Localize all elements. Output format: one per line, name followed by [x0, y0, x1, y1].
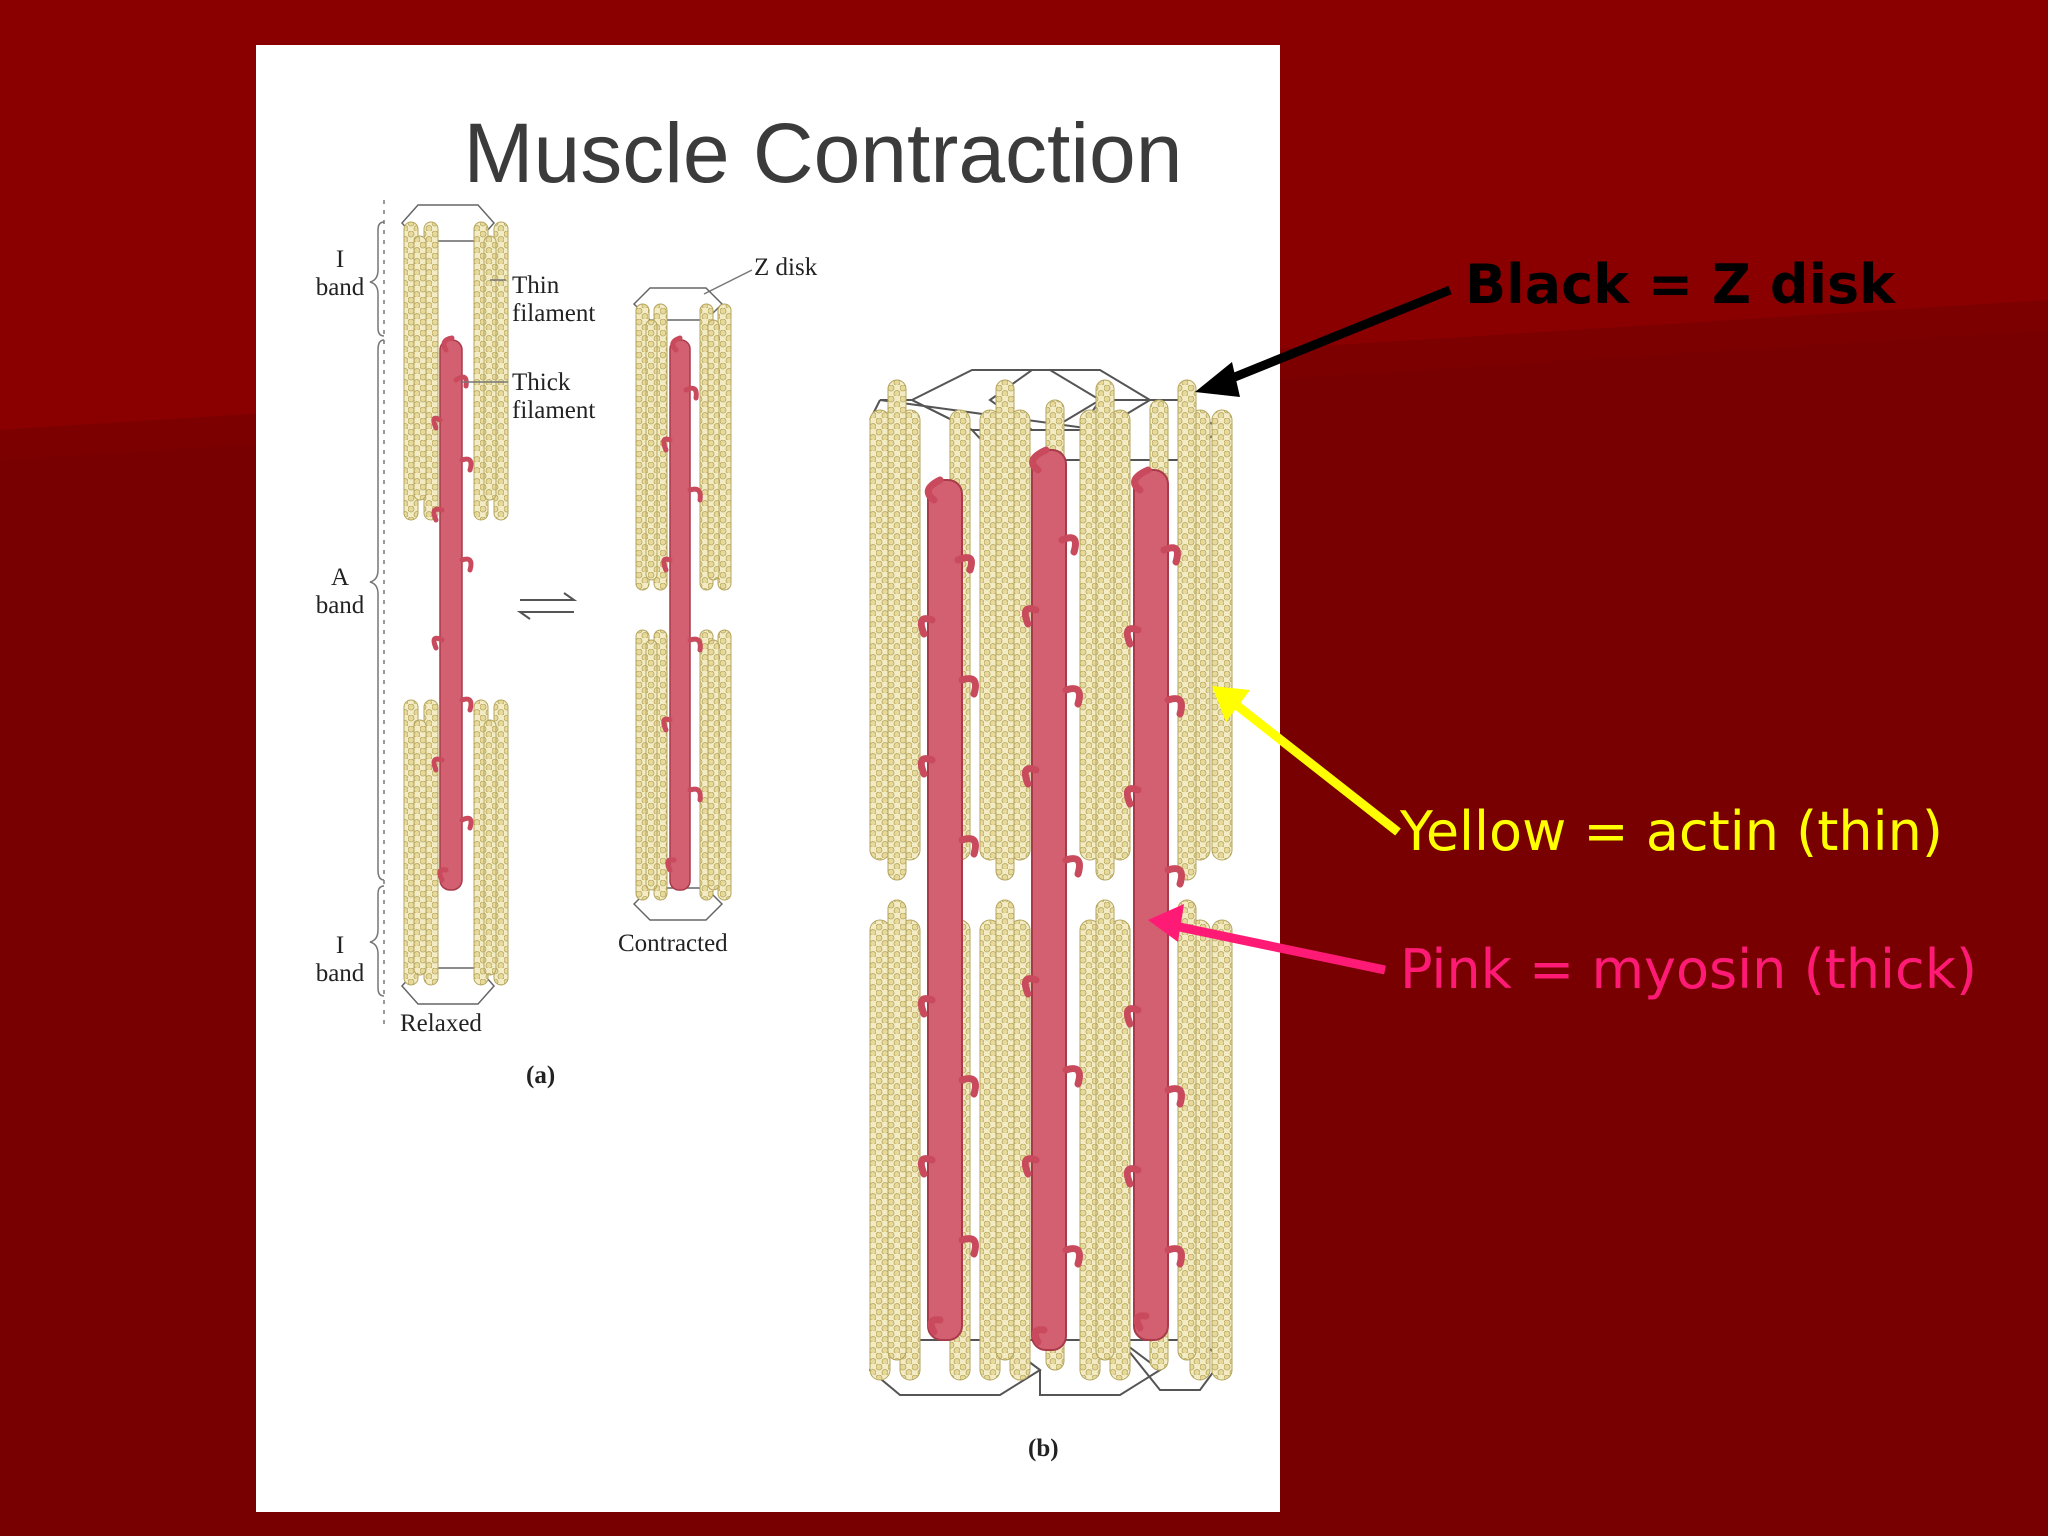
thick-filament-label: Thick filament: [512, 369, 595, 425]
a-band-line1: A: [330, 564, 350, 591]
relaxed-thick-filament: [431, 335, 474, 891]
actin-filament: [887, 379, 907, 881]
actin-filament: [995, 899, 1015, 1361]
thin-filament-line1: Thin: [512, 272, 560, 299]
z-disk-label: Z disk: [754, 254, 818, 281]
i-band-top-line2: band: [315, 274, 365, 301]
actin-filament: [707, 319, 720, 581]
actin-filament: [869, 919, 891, 1381]
i-band-bottom-line1: I: [335, 932, 345, 959]
actin-filament: [413, 235, 427, 501]
actin-filament: [1177, 379, 1197, 881]
actin-filament: [1177, 899, 1197, 1361]
i-band-top-line1: I: [335, 246, 345, 273]
myosin-thick-filaments-3d: [917, 446, 1185, 1351]
actin-filament: [483, 719, 497, 976]
thick-filament-line2: filament: [512, 397, 596, 424]
thick-filament-line1: Thick: [512, 369, 571, 396]
thin-filament-label: Thin filament: [512, 272, 595, 328]
legend-myosin: Pink = myosin (thick): [1400, 938, 1978, 1001]
a-band-label: A band: [305, 564, 375, 620]
actin-filament: [887, 899, 907, 1361]
relaxed-sarcomere: [400, 204, 509, 1005]
equilibrium-arrows-icon: [516, 592, 578, 620]
actin-filament: [1095, 379, 1115, 881]
actin-filament: [995, 379, 1015, 881]
actin-filament: [645, 319, 658, 581]
contracted-sarcomere: [632, 287, 732, 921]
actin-filament: [717, 303, 732, 591]
actin-filament: [1211, 919, 1233, 1381]
sarcomere-3d-view: [868, 369, 1233, 1396]
relaxed-thin-filaments: [403, 221, 509, 986]
actin-filament: [413, 719, 427, 976]
thin-filament-line2: filament: [512, 300, 596, 327]
actin-filament: [1095, 899, 1115, 1361]
myosin-pointer-arrow: [1148, 904, 1386, 975]
z-disk-pointer-arrow: [1195, 285, 1452, 397]
contracted-thin-filaments: [635, 303, 732, 901]
actin-filament: [1211, 409, 1233, 861]
legend-actin: Yellow = actin (thin): [1400, 800, 1943, 863]
i-band-bottom-line2: band: [315, 960, 365, 987]
legend-z-disk: Black = Z disk: [1465, 253, 1896, 316]
actin-pointer-arrow: [1212, 686, 1401, 836]
actin-filament: [869, 409, 891, 861]
i-band-bottom-label: I band: [305, 932, 375, 988]
actin-filament: [707, 639, 720, 891]
band-brackets: [369, 200, 753, 1030]
contracted-thick-filament: [661, 335, 703, 891]
figure-b-caption: (b): [1028, 1435, 1059, 1462]
actin-filament: [645, 639, 658, 891]
i-band-top-label: I band: [305, 246, 375, 302]
contracted-label: Contracted: [618, 930, 728, 957]
figure-a-caption: (a): [526, 1062, 556, 1089]
actin-filament: [483, 235, 497, 501]
slide-title: Muscle Contraction: [463, 106, 1183, 200]
actin-filament: [717, 629, 732, 901]
relaxed-label: Relaxed: [400, 1010, 482, 1037]
a-band-line2: band: [315, 592, 365, 619]
